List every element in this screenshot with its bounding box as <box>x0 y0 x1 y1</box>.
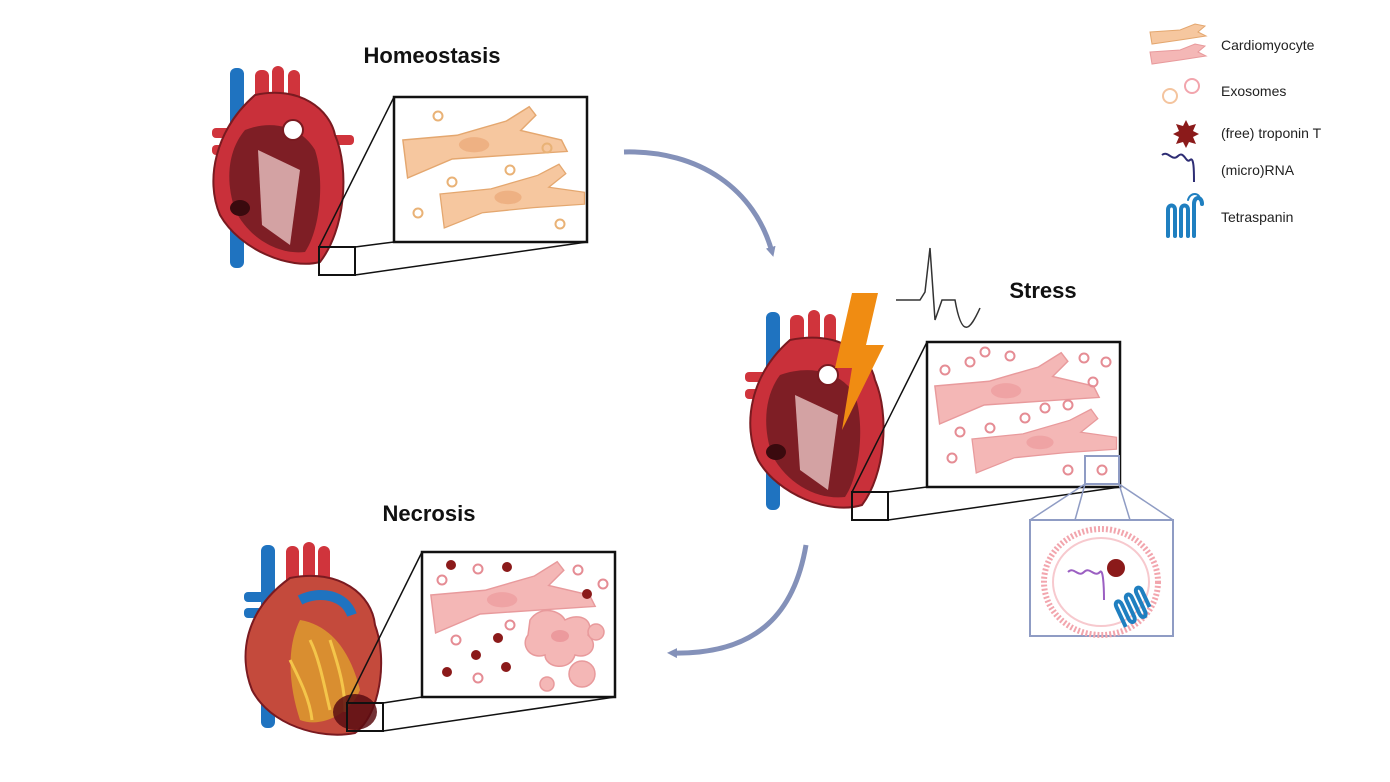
troponin-icon <box>1173 120 1199 148</box>
lightning-bolt-icon <box>835 293 884 430</box>
necrosis-title: Necrosis <box>383 501 476 526</box>
legend-label: (micro)RNA <box>1221 162 1295 178</box>
ecg-trace-icon <box>896 247 981 328</box>
tetraspanin-icon <box>1113 585 1152 628</box>
necrosis-zoom-box <box>420 550 617 699</box>
heart-necrotic-illustration <box>244 542 383 736</box>
rna-icon <box>1161 152 1195 183</box>
exosome-group <box>939 346 1112 476</box>
legend-item-tetraspanin: Tetraspanin <box>1166 193 1293 238</box>
legend-label: Exosomes <box>1221 83 1286 99</box>
homeostasis-zoom-box <box>392 95 589 244</box>
legend-item-rna: (micro)RNA <box>1161 152 1295 183</box>
necrotic-cell-debris <box>524 609 605 692</box>
cardiomyocyte-cell <box>971 408 1118 474</box>
troponin-group <box>442 560 592 677</box>
necrosis-zoom-source <box>346 702 384 732</box>
legend-label: Cardiomyocyte <box>1221 37 1315 53</box>
homeostasis-panel: Homeostasis <box>212 43 589 276</box>
exosome-icon <box>1162 78 1200 104</box>
cardiomyocyte-cell <box>439 163 586 229</box>
legend-label: (free) troponin T <box>1221 125 1322 141</box>
stress-zoom-box <box>925 340 1122 489</box>
arrow-homeostasis-to-stress <box>623 149 776 257</box>
rna-icon <box>1067 569 1105 601</box>
cardiomyocyte-cell <box>402 105 569 180</box>
legend-item-exosomes: Exosomes <box>1162 78 1286 104</box>
arrow-stress-to-necrosis <box>667 544 809 659</box>
tetraspanin-icon <box>1166 193 1204 238</box>
legend-item-troponin: (free) troponin T <box>1173 120 1322 148</box>
cardiomyocyte-cell <box>430 560 597 635</box>
legend-item-cardiomyocyte: Cardiomyocyte <box>1149 23 1315 65</box>
legend: Cardiomyocyte Exosomes (free) troponin T… <box>1149 23 1322 238</box>
homeostasis-zoom-source <box>318 246 356 276</box>
exosome-zoom-source <box>1084 455 1120 485</box>
legend-label: Tetraspanin <box>1221 209 1293 225</box>
cardiomyocyte-icon <box>1149 23 1208 65</box>
cardiomyocyte-cell <box>934 351 1101 426</box>
troponin-icon <box>1107 559 1125 577</box>
exosome-group <box>436 563 609 684</box>
stress-title: Stress <box>1009 278 1076 303</box>
stress-panel: Stress <box>745 247 1174 638</box>
exosome-enlargement <box>1029 483 1174 638</box>
exosome-group <box>412 110 566 230</box>
heart-healthy-illustration <box>212 66 354 268</box>
necrosis-panel: Necrosis <box>244 501 617 736</box>
homeostasis-title: Homeostasis <box>364 43 501 68</box>
stress-zoom-source <box>851 491 889 521</box>
